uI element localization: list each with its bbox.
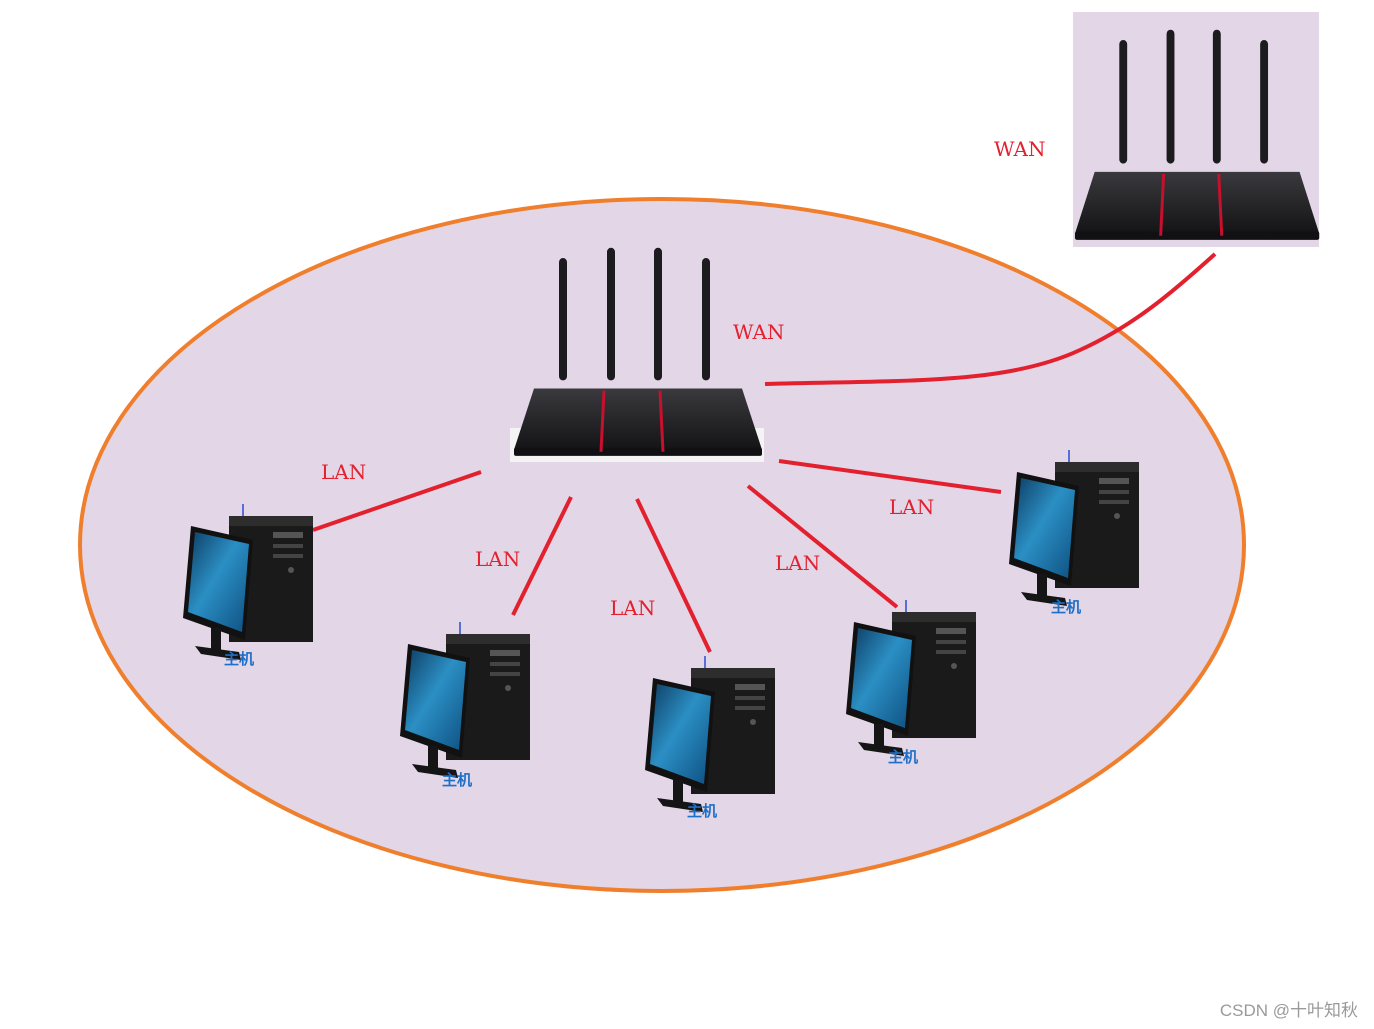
upstream-wan-label: WAN xyxy=(994,137,1046,161)
lan-link-3 xyxy=(635,498,712,653)
host-label-1: 主机 xyxy=(224,650,254,668)
lan-link-label-5: LAN xyxy=(889,495,934,519)
lan-link-label-3: LAN xyxy=(610,596,655,620)
lan-link-label-4: LAN xyxy=(775,551,820,575)
lan-link-label-1: LAN xyxy=(321,460,366,484)
lan-link-5 xyxy=(778,459,1002,494)
lan-router-wan-label: WAN xyxy=(733,320,785,344)
lan-link-label-2: LAN xyxy=(475,547,520,571)
wan-link xyxy=(764,252,1217,386)
upstream-router xyxy=(1073,12,1321,247)
host-label-2: 主机 xyxy=(442,771,472,789)
host-label-3: 主机 xyxy=(687,802,717,820)
host-label-5: 主机 xyxy=(1051,598,1081,616)
lan-link-4 xyxy=(746,484,899,609)
host-label-4: 主机 xyxy=(888,748,918,766)
lan-router xyxy=(510,246,764,462)
lan-link-2 xyxy=(511,496,573,616)
lan-link-1 xyxy=(312,470,482,532)
watermark: CSDN @十叶知秋 xyxy=(1219,1001,1358,1020)
